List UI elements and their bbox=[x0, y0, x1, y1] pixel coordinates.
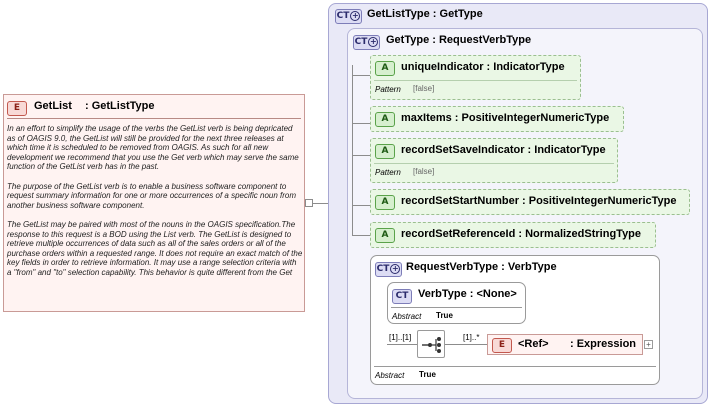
attribute-badge: A bbox=[375, 112, 395, 127]
request-divider bbox=[374, 366, 656, 367]
attribute-badge: A bbox=[375, 228, 395, 243]
expand-icon: + bbox=[350, 11, 361, 21]
attribute-title: recordSetSaveIndicator : IndicatorType bbox=[401, 144, 606, 156]
attribute-badge: A bbox=[375, 144, 395, 159]
facet-label: Pattern bbox=[375, 85, 401, 94]
sequence-compositor[interactable] bbox=[417, 330, 445, 358]
facet-value: [false] bbox=[413, 167, 435, 176]
element-documentation: In an effort to simplify the usage of th… bbox=[7, 124, 303, 287]
base-type-title: GetType : RequestVerbType bbox=[386, 34, 532, 46]
getlisttype-complex-type[interactable]: CT+ GetListType : GetType CT+ GetType : … bbox=[328, 3, 708, 404]
doc-paragraph-2: The purpose of the GetList verb is to en… bbox=[7, 181, 297, 210]
facet-label: Pattern bbox=[375, 168, 401, 177]
element-badge: E bbox=[492, 338, 512, 353]
getlist-element[interactable]: E GetList : GetListType In an effort to … bbox=[3, 94, 305, 312]
ref-type: : Expression bbox=[570, 338, 637, 350]
facet-value: [false] bbox=[413, 84, 435, 93]
expand-icon: + bbox=[390, 264, 401, 274]
element-badge: E bbox=[7, 101, 27, 116]
verbtype-complex-type[interactable]: CT VerbType : <None> Abstract True bbox=[387, 282, 526, 324]
attribute-recordsetstartnumber[interactable]: A recordSetStartNumber : PositiveInteger… bbox=[370, 189, 690, 215]
expand-ref-button[interactable]: + bbox=[644, 340, 653, 349]
connector-line bbox=[305, 203, 328, 204]
sequence-occurs: [1]..[1] bbox=[389, 333, 412, 342]
expand-toggle[interactable] bbox=[305, 199, 313, 207]
expression-ref-element[interactable]: E <Ref> : Expression bbox=[487, 334, 643, 355]
attribute-uniqueindicator[interactable]: A uniqueIndicator : IndicatorType Patter… bbox=[370, 55, 581, 100]
sequence-line-left bbox=[387, 344, 417, 345]
gettype-complex-type[interactable]: CT+ GetType : RequestVerbType A uniqueIn… bbox=[347, 28, 703, 399]
expand-icon: + bbox=[368, 37, 379, 47]
verb-abstract-label: Abstract bbox=[392, 312, 422, 321]
ct-badge: CT+ bbox=[375, 262, 402, 277]
request-verb-type-title: RequestVerbType : VerbType bbox=[406, 261, 557, 273]
element-divider bbox=[7, 118, 301, 119]
ct-badge: CT+ bbox=[335, 9, 362, 24]
attribute-connector bbox=[352, 65, 353, 235]
sequence-line-right bbox=[445, 344, 487, 345]
attribute-divider bbox=[374, 163, 614, 164]
attribute-title: uniqueIndicator : IndicatorType bbox=[401, 61, 565, 73]
requestverbtype-complex-type[interactable]: CT+ RequestVerbType : VerbType CT VerbTy… bbox=[370, 255, 660, 385]
element-name: GetList bbox=[34, 100, 72, 112]
doc-paragraph-3: The GetList may be paired with most of t… bbox=[7, 219, 303, 277]
doc-paragraph-1: In an effort to simplify the usage of th… bbox=[7, 124, 299, 172]
attribute-title: recordSetStartNumber : PositiveIntegerNu… bbox=[401, 195, 677, 207]
attribute-recordsetsaveindicator[interactable]: A recordSetSaveIndicator : IndicatorType… bbox=[370, 138, 618, 183]
ct-badge: CT+ bbox=[353, 35, 380, 50]
attribute-divider bbox=[374, 80, 577, 81]
attribute-maxitems[interactable]: A maxItems : PositiveIntegerNumericType bbox=[370, 106, 624, 132]
request-abstract-value: True bbox=[419, 370, 436, 379]
verb-abstract-value: True bbox=[436, 311, 453, 320]
verb-type-divider bbox=[391, 307, 522, 308]
attribute-title: maxItems : PositiveIntegerNumericType bbox=[401, 112, 610, 124]
ref-name: <Ref> bbox=[518, 338, 549, 350]
attribute-badge: A bbox=[375, 195, 395, 210]
request-abstract-label: Abstract bbox=[375, 371, 405, 380]
ct-badge: CT bbox=[392, 289, 412, 304]
attribute-badge: A bbox=[375, 61, 395, 76]
sequence-icon bbox=[422, 337, 441, 353]
attribute-recordsetreferenceid[interactable]: A recordSetReferenceId : NormalizedStrin… bbox=[370, 222, 656, 248]
outer-type-title: GetListType : GetType bbox=[367, 8, 483, 20]
child-occurs: [1]..* bbox=[463, 333, 480, 342]
attribute-title: recordSetReferenceId : NormalizedStringT… bbox=[401, 228, 642, 240]
verb-type-title: VerbType : <None> bbox=[418, 288, 517, 300]
element-type: : GetListType bbox=[85, 100, 155, 112]
